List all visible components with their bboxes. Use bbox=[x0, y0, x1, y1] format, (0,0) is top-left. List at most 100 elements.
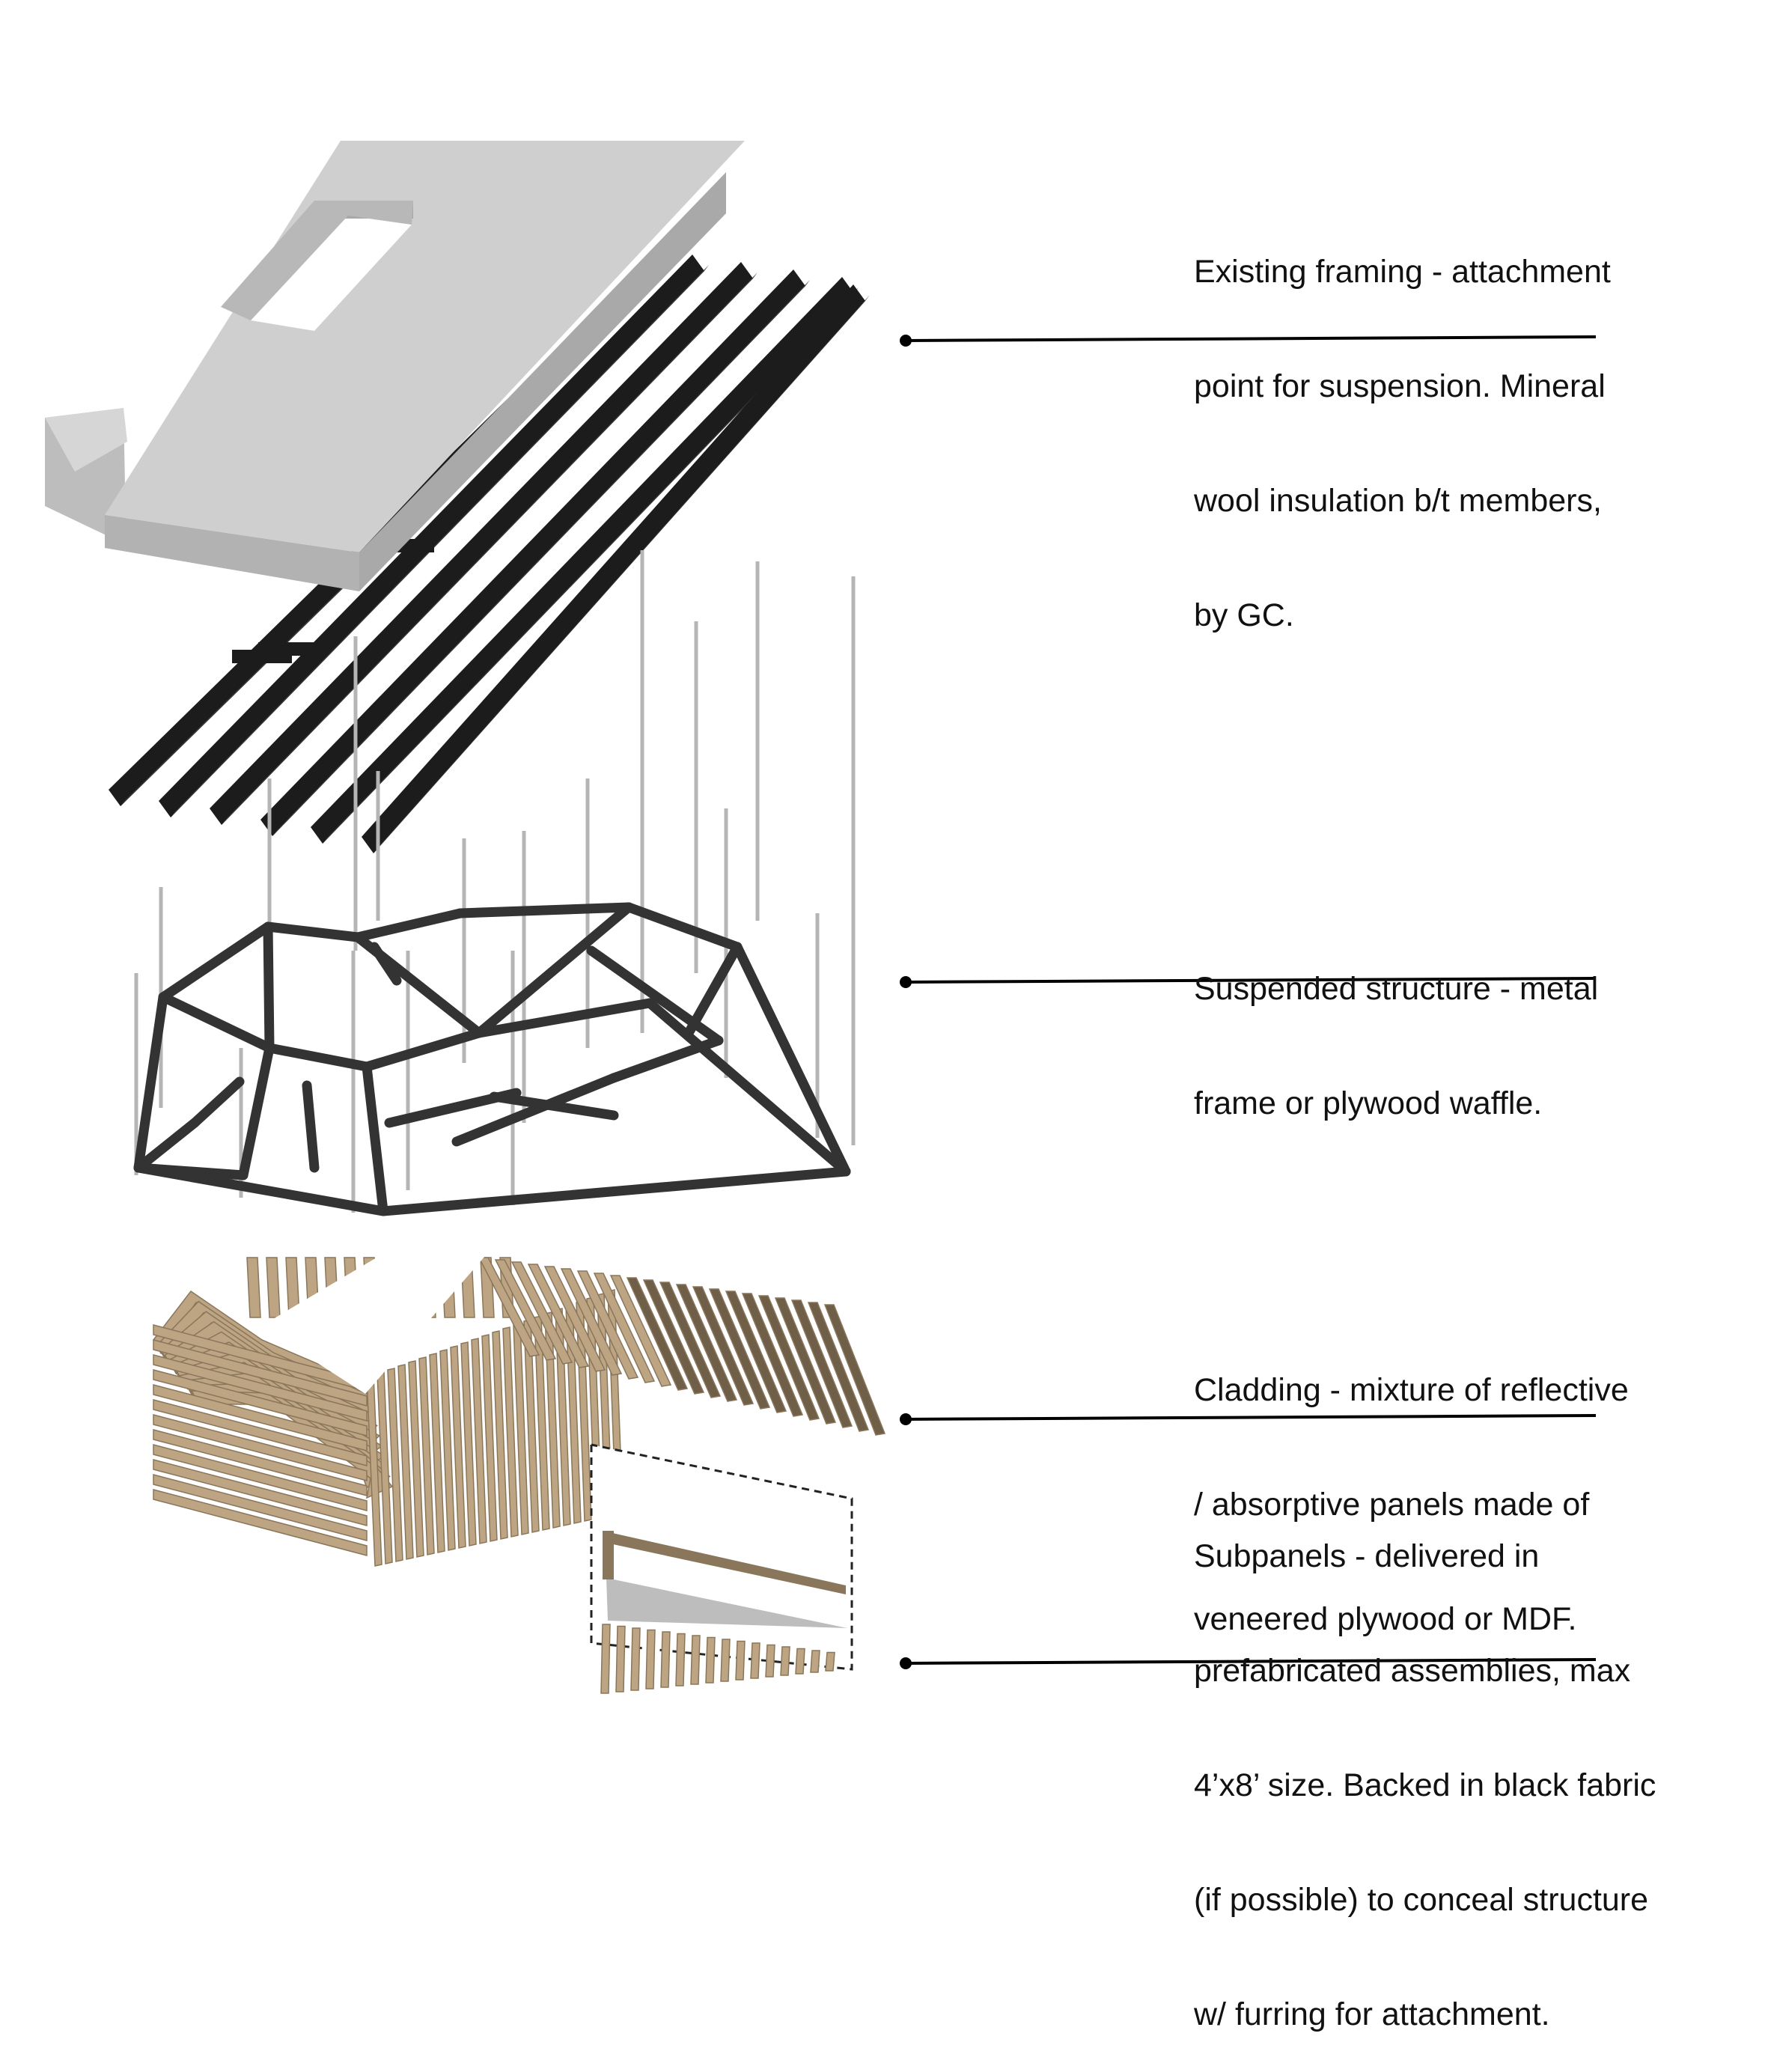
cladding-slat bbox=[153, 1414, 368, 1481]
leader-dot-cladding bbox=[900, 1413, 912, 1425]
joist-side bbox=[272, 280, 810, 836]
cladding-slat bbox=[560, 1268, 623, 1376]
frame-member bbox=[238, 1043, 275, 1180]
frame-member bbox=[263, 921, 275, 1053]
cladding-slat bbox=[790, 1299, 853, 1428]
frame-member bbox=[474, 902, 634, 1038]
joist bbox=[159, 255, 704, 817]
slab-end-cap-top bbox=[45, 408, 127, 472]
cladding-slat bbox=[807, 1302, 870, 1432]
frame-member bbox=[732, 942, 851, 1177]
frame-member bbox=[683, 942, 743, 1038]
subpanel-slat bbox=[630, 1627, 641, 1691]
frame-member bbox=[455, 902, 634, 918]
frame-member bbox=[384, 1088, 522, 1128]
subpanel-cutout bbox=[591, 1445, 852, 1669]
cladding-opening bbox=[260, 1250, 490, 1394]
callout-line: by GC. bbox=[1194, 597, 1294, 633]
joist-side bbox=[171, 265, 709, 817]
cladding-slat bbox=[153, 1474, 368, 1541]
subpanel-slat bbox=[690, 1635, 701, 1685]
cladding-slat bbox=[626, 1277, 689, 1391]
leader-subpanels bbox=[905, 1658, 1597, 1665]
subpanel-slat bbox=[795, 1648, 805, 1675]
frame-member bbox=[609, 1035, 724, 1083]
callout-line: Suspended structure - metal bbox=[1194, 971, 1599, 1007]
frame-member bbox=[133, 1118, 200, 1173]
subpanel-dashed-outline bbox=[590, 1443, 853, 1671]
callout-line: wool insulation b/t members, bbox=[1194, 483, 1602, 519]
cladding-slat bbox=[418, 1356, 435, 1555]
subpanel-slat bbox=[780, 1646, 790, 1676]
cladding-slat bbox=[439, 1349, 456, 1551]
cladding-slat bbox=[266, 1257, 281, 1318]
cladding-slat bbox=[659, 1282, 722, 1398]
subpanel-detail bbox=[590, 1443, 853, 1694]
joist bbox=[362, 284, 865, 853]
subpanel-slat bbox=[645, 1629, 656, 1689]
cladding-slat bbox=[675, 1284, 738, 1402]
cladding-slat bbox=[510, 1261, 573, 1365]
callout-line: frame or plywood waffle. bbox=[1194, 1085, 1543, 1121]
cladding-slat bbox=[153, 1339, 368, 1407]
subpanel-slat bbox=[765, 1644, 775, 1678]
callout-line: Cladding - mixture of reflective bbox=[1194, 1372, 1629, 1408]
frame-member bbox=[133, 1163, 249, 1180]
cladding-slat bbox=[153, 1354, 368, 1422]
joist-blocking bbox=[258, 642, 322, 656]
cladding-slat bbox=[544, 1311, 561, 1529]
existing-framing-layer bbox=[45, 141, 870, 853]
cladding-slat bbox=[823, 1304, 886, 1436]
cladding-slat bbox=[153, 1444, 368, 1511]
subpanel-slat bbox=[600, 1624, 611, 1694]
cladding-slat bbox=[692, 1286, 755, 1406]
subpanel-backing-fabric bbox=[606, 1578, 847, 1628]
cladding-slat bbox=[502, 1326, 519, 1538]
cladding-slat bbox=[725, 1291, 787, 1413]
subpanel-slat bbox=[720, 1639, 731, 1682]
cladding-slat bbox=[609, 1275, 672, 1387]
subpanel-slat bbox=[750, 1642, 760, 1679]
frame-member bbox=[451, 1073, 619, 1147]
joist bbox=[210, 262, 753, 825]
frame-member bbox=[586, 945, 724, 1046]
frame-member bbox=[378, 1166, 851, 1216]
cladding-layer bbox=[153, 1250, 886, 1567]
callout-line: / absorptive panels made of bbox=[1194, 1487, 1590, 1523]
cladding-slat bbox=[153, 1429, 368, 1496]
frame-member bbox=[263, 921, 363, 942]
cladding-slat bbox=[408, 1360, 424, 1558]
subpanel-slat bbox=[825, 1651, 835, 1672]
cladding-slat bbox=[471, 1338, 487, 1544]
frame-member bbox=[158, 921, 273, 1002]
leader-existing-framing bbox=[905, 335, 1597, 342]
exploded-axonometric-diagram bbox=[45, 141, 1597, 1694]
callout-line: (if possible) to conceal structure bbox=[1194, 1882, 1649, 1918]
cladding-slat bbox=[543, 1266, 606, 1372]
callout-subpanels: Subpanels - delivered in prefabricated a… bbox=[1194, 1461, 1656, 2072]
joist-side bbox=[323, 287, 859, 844]
leader-dot-suspended-structure bbox=[900, 976, 912, 988]
callout-line: veneered plywood or MDF. bbox=[1194, 1601, 1577, 1637]
frame-member bbox=[158, 992, 275, 1053]
frame-member bbox=[264, 1043, 372, 1072]
cladding-slat bbox=[460, 1341, 477, 1547]
callout-suspended-structure: Suspended structure - metal frame or ply… bbox=[1194, 894, 1598, 1161]
callout-line: w/ furring for attachment. bbox=[1194, 1996, 1550, 2032]
callout-line: Existing framing - attachment bbox=[1194, 254, 1611, 290]
subpanel-slat bbox=[660, 1631, 671, 1688]
joist-side bbox=[374, 295, 870, 853]
subpanel-slat bbox=[735, 1640, 746, 1681]
slab-front-face bbox=[105, 515, 359, 591]
leader-suspended-structure bbox=[905, 977, 1597, 984]
cladding-slat bbox=[492, 1330, 508, 1540]
slab-top-face bbox=[105, 141, 745, 552]
cladding-slat bbox=[593, 1273, 656, 1383]
leader-cladding bbox=[905, 1414, 1597, 1421]
cladding-slat bbox=[708, 1288, 771, 1410]
subpanel-furring-frame bbox=[603, 1531, 846, 1594]
slab-long-side bbox=[359, 172, 726, 591]
subpanel-furring-frame-2 bbox=[603, 1531, 614, 1579]
subpanel-slat bbox=[615, 1625, 626, 1692]
leader-dot-subpanels bbox=[900, 1657, 912, 1669]
